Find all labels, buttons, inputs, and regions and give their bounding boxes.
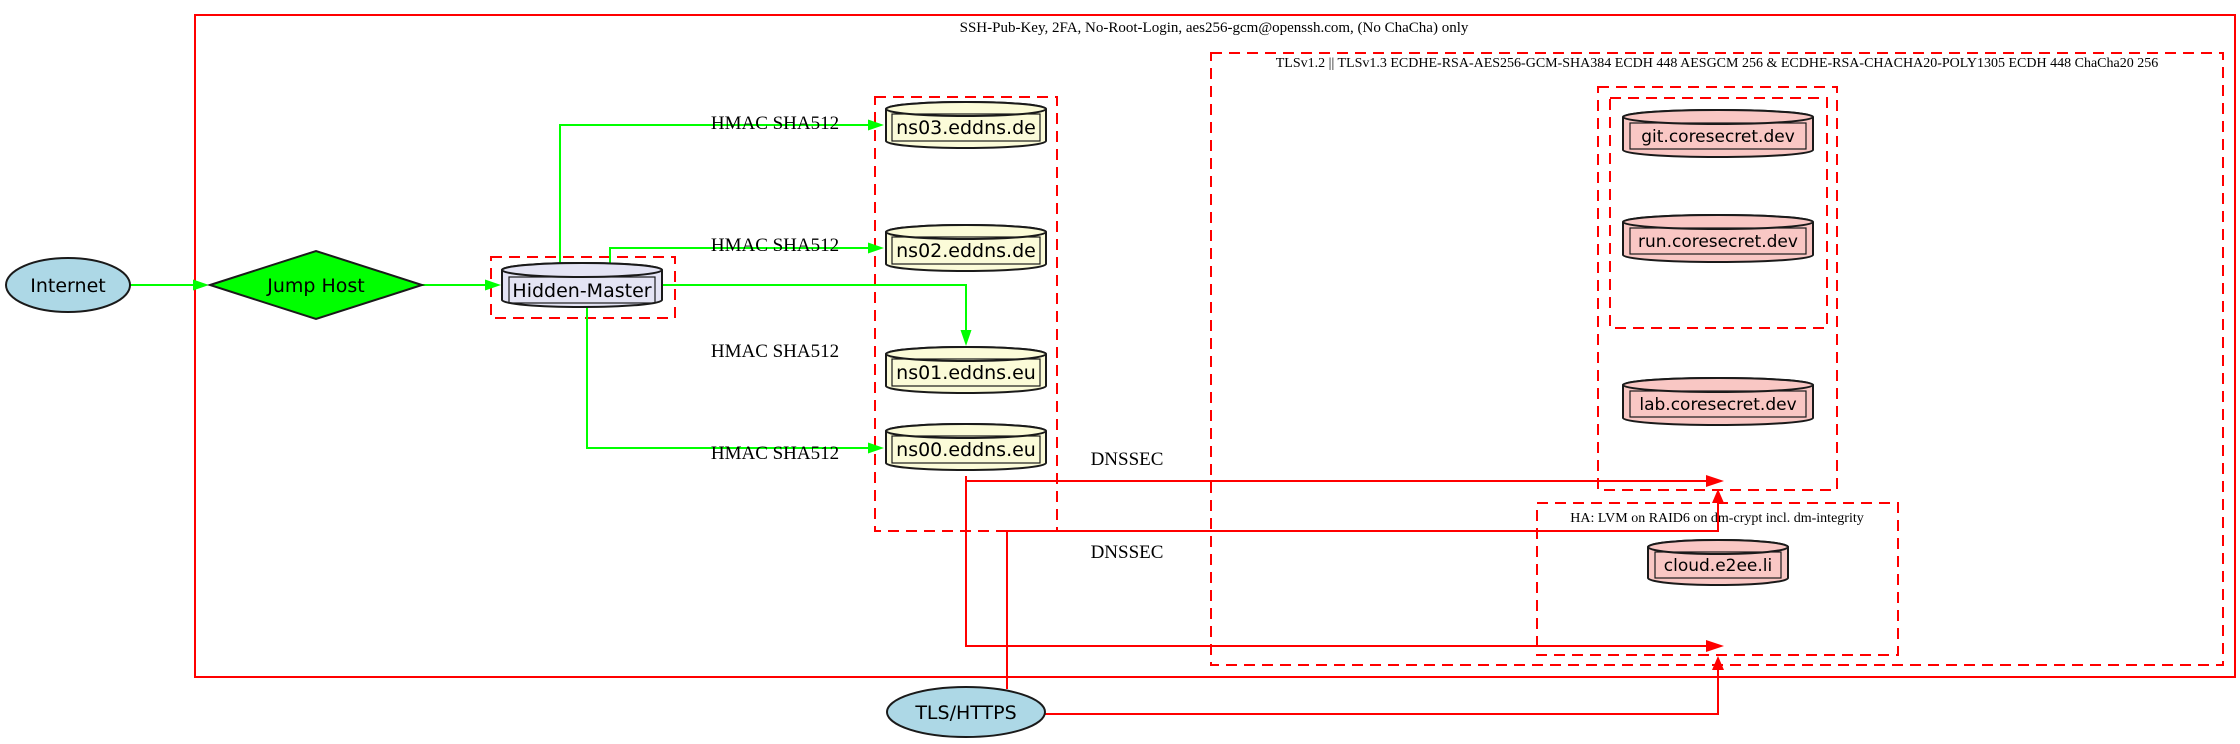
git-coresecret-label: git.coresecret.dev — [1641, 127, 1795, 147]
cloud-e2ee-label: cloud.e2ee.li — [1664, 556, 1772, 576]
coresecret-outer-cluster-border — [1597, 86, 1838, 491]
edge-tlshttps-to-coresecret — [1006, 489, 1724, 689]
jump-host-label: Jump Host — [266, 275, 365, 297]
edge-hiddenmaster-to-ns01 — [662, 284, 972, 346]
edge-hiddenmaster-to-ns03 — [559, 119, 884, 263]
tls-cluster-label: TLSv1.2 || TLSv1.3 ECDHE-RSA-AES256-GCM-… — [1276, 56, 2158, 71]
edge-ns00-to-ha — [965, 481, 1724, 652]
edge-label-dnssec-1: DNSSEC — [1091, 449, 1164, 470]
edge-label-hmac-ns03: HMAC SHA512 — [711, 113, 839, 134]
node-run-coresecret: run.coresecret.dev — [1622, 214, 1814, 263]
ns02-label: ns02.eddns.de — [896, 240, 1036, 262]
node-cloud-e2ee: cloud.e2ee.li — [1647, 539, 1789, 586]
node-ns00: ns00.eddns.eu — [885, 423, 1047, 471]
node-tls-https: TLS/HTTPS — [886, 686, 1046, 738]
edge-label-hmac-ns00: HMAC SHA512 — [711, 443, 839, 464]
hidden-master-label: Hidden-Master — [512, 280, 651, 302]
node-ns01: ns01.eddns.eu — [885, 346, 1047, 394]
lab-coresecret-label: lab.coresecret.dev — [1639, 395, 1796, 415]
edge-internet-to-jumphost — [130, 279, 209, 291]
node-lab-coresecret: lab.coresecret.dev — [1622, 377, 1814, 426]
node-hidden-master: Hidden-Master — [501, 262, 663, 308]
node-ns03: ns03.eddns.de — [885, 101, 1047, 149]
run-coresecret-label: run.coresecret.dev — [1638, 232, 1798, 252]
ns00-label: ns00.eddns.eu — [896, 439, 1036, 461]
edge-hiddenmaster-to-ns02 — [609, 242, 884, 263]
node-jump-host: Jump Host — [206, 249, 426, 321]
node-internet: Internet — [5, 257, 131, 313]
ns03-label: ns03.eddns.de — [896, 117, 1036, 139]
node-git-coresecret: git.coresecret.dev — [1622, 109, 1814, 158]
edge-label-hmac-ns02: HMAC SHA512 — [711, 235, 839, 256]
internet-label: Internet — [30, 275, 105, 297]
edge-label-hmac-ns01: HMAC SHA512 — [711, 341, 839, 362]
ssh-cluster-label: SSH-Pub-Key, 2FA, No-Root-Login, aes256-… — [960, 20, 1469, 36]
edge-hiddenmaster-to-ns00 — [586, 307, 884, 454]
edge-tlshttps-to-ha — [1045, 656, 1724, 715]
edge-label-dnssec-2: DNSSEC — [1091, 542, 1164, 563]
ns01-label: ns01.eddns.eu — [896, 362, 1036, 384]
coresecret-inner-cluster-border — [1609, 97, 1828, 329]
tls-https-label: TLS/HTTPS — [914, 702, 1016, 724]
edge-ns00-to-coresecret — [965, 475, 1724, 487]
node-ns02: ns02.eddns.de — [885, 224, 1047, 272]
ssh-cluster-border — [194, 14, 2236, 678]
cluster-ssh: SSH-Pub-Key, 2FA, No-Root-Login, aes256-… — [194, 14, 2236, 678]
edge-jumphost-to-hiddenmaster — [422, 279, 501, 291]
